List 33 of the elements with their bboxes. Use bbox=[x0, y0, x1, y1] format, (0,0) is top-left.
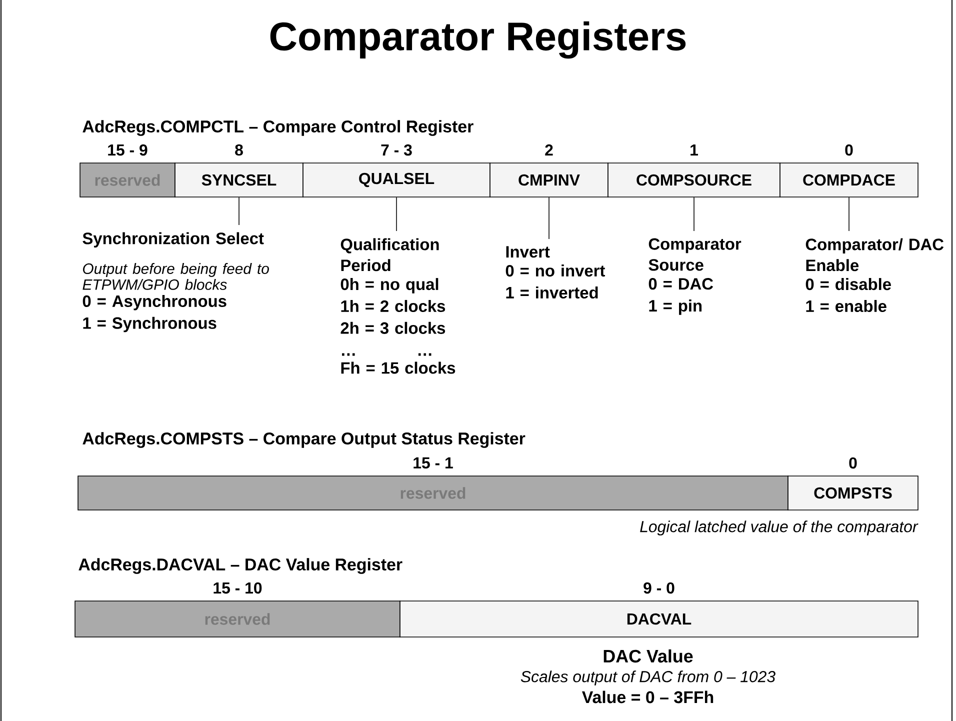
register-field: DACVAL bbox=[400, 600, 918, 638]
register-title: AdcRegs.COMPSTS – Compare Output Status Register bbox=[82, 432, 526, 448]
register-field: CMPINV bbox=[490, 162, 608, 198]
register-title: AdcRegs.DACVAL – DAC Value Register bbox=[78, 558, 402, 574]
register-field: COMPSOURCE bbox=[608, 162, 780, 198]
register-title: AdcRegs.COMPCTL – Compare Control Register bbox=[82, 120, 474, 136]
field-description: Logical latched value of the comparator bbox=[640, 520, 918, 536]
slide-title: Comparator Registers bbox=[270, 21, 686, 59]
field-description: Value = 0 – 3FFh bbox=[582, 690, 714, 704]
bit-number: 8 bbox=[235, 144, 243, 156]
leader-line bbox=[396, 197, 397, 232]
description-text: Invert 0 = no invert 1 = inverted bbox=[506, 246, 605, 298]
bit-number: 1 bbox=[690, 144, 698, 156]
bit-number: 9 - 0 bbox=[644, 582, 674, 594]
bit-number: 15 - 1 bbox=[414, 457, 453, 469]
field-description: Scales output of DAC from 0 – 1023 bbox=[520, 670, 776, 686]
register-field: QUALSEL bbox=[302, 162, 490, 198]
description-text: Qualification Period 0h = no qual 1h = 2 clocks 2h = 3 clocks … … Fh = 15 clocks bbox=[340, 238, 456, 374]
register-field: COMPSTS bbox=[788, 476, 918, 510]
bit-number: 2 bbox=[545, 144, 553, 156]
leader-line bbox=[548, 197, 550, 240]
description-text: Synchronization Select Output before being feed to ETPWM/GPIO blocks 0 = Asynchronous 1 = Synchronous bbox=[82, 232, 269, 332]
bit-number: 7 - 3 bbox=[381, 144, 412, 156]
bit-number: 0 bbox=[845, 144, 853, 156]
bit-number: 15 - 9 bbox=[108, 144, 148, 156]
bit-number: 0 bbox=[849, 457, 857, 469]
leader-line bbox=[848, 197, 850, 232]
leader-line bbox=[238, 197, 240, 226]
description-text: Comparator/ DAC Enable 0 = disable 1 = enable bbox=[806, 238, 944, 312]
register-field: SYNCSEL bbox=[174, 162, 304, 198]
register-field: COMPDACE bbox=[780, 162, 918, 198]
description-text: Comparator Source 0 = DAC 1 = pin bbox=[648, 238, 742, 315]
bit-number: 15 - 10 bbox=[214, 582, 262, 594]
